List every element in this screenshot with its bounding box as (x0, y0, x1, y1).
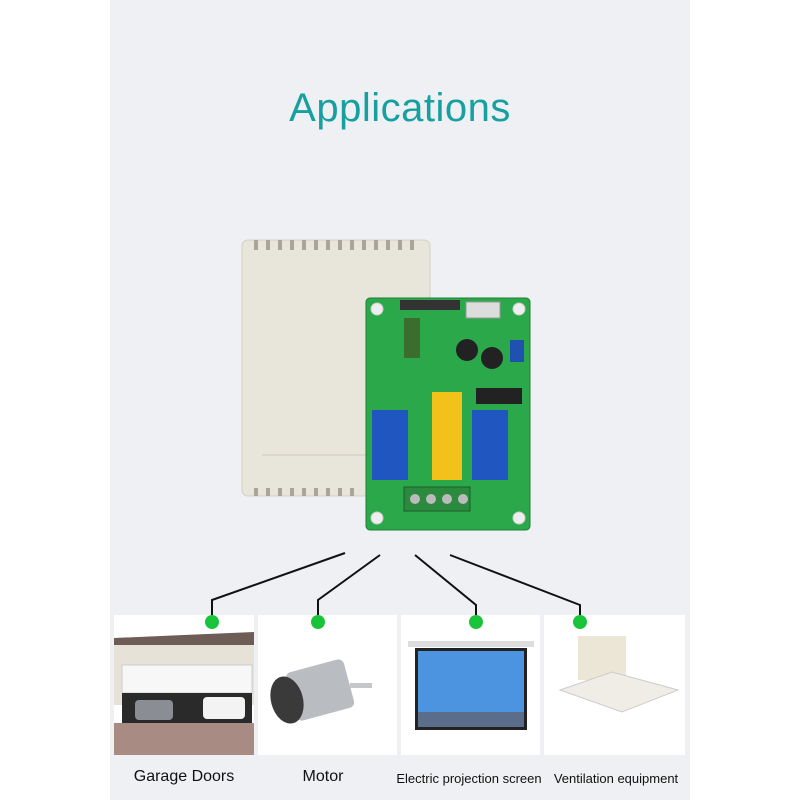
motor-image (258, 615, 397, 755)
page-title: Applications (289, 86, 511, 130)
label-ventilation: Ventilation equipment (553, 771, 679, 786)
connector-dots (205, 615, 587, 629)
label-projection-screen: Electric projection screen (396, 771, 542, 786)
garage-door-image (114, 615, 254, 755)
ventilation-fan-image (544, 615, 685, 755)
relay-pcb-image (365, 297, 531, 531)
label-garage-doors: Garage Doors (133, 768, 235, 785)
label-motor: Motor (302, 768, 344, 785)
connector-lines (211, 552, 581, 620)
projection-screen-image (401, 615, 540, 755)
